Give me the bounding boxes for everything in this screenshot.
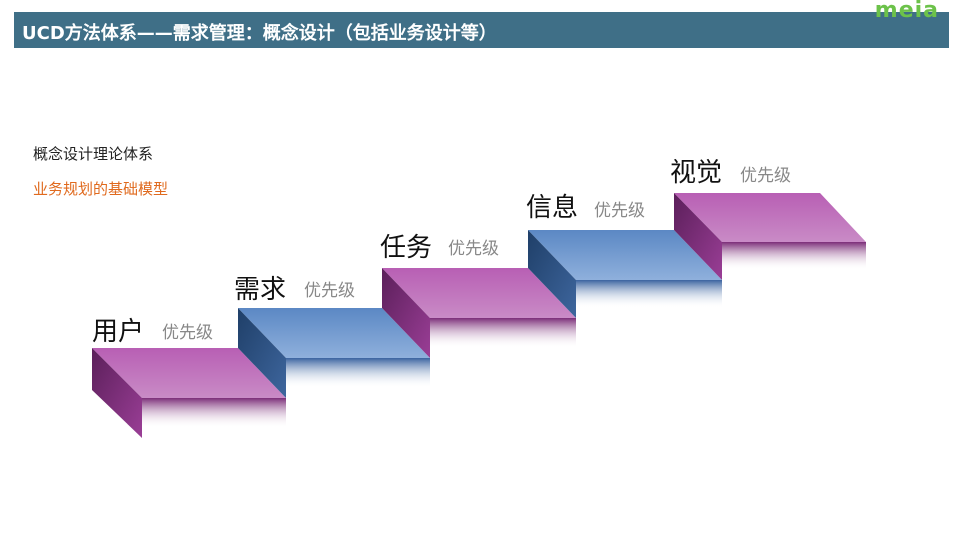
step-1-priority: 优先级 bbox=[162, 323, 213, 343]
step-2-priority: 优先级 bbox=[304, 281, 355, 301]
subtitle: 业务规划的基础模型 bbox=[33, 180, 169, 198]
step-1: 用户 优先级 bbox=[92, 317, 286, 438]
step-3: 任务 优先级 bbox=[380, 233, 576, 358]
step-5-priority: 优先级 bbox=[740, 166, 791, 186]
page-title: UCD方法体系——需求管理：概念设计（包括业务设计等） bbox=[22, 23, 497, 44]
step-2-name: 需求 bbox=[234, 275, 286, 305]
step-3-priority: 优先级 bbox=[448, 239, 499, 259]
step-5: 视觉 优先级 bbox=[670, 158, 866, 280]
brand-logo: meia bbox=[874, 0, 939, 23]
step-3-name: 任务 bbox=[380, 233, 432, 263]
step-1-name: 用户 bbox=[92, 317, 144, 347]
step-5-name: 视觉 bbox=[670, 158, 722, 188]
step-4-priority: 优先级 bbox=[594, 201, 645, 221]
title-bar: UCD方法体系——需求管理：概念设计（包括业务设计等） bbox=[14, 12, 949, 48]
step-4-name: 信息 bbox=[526, 193, 578, 223]
concept-label: 概念设计理论体系 bbox=[33, 145, 154, 163]
step-4: 信息 优先级 bbox=[526, 193, 722, 318]
step-2: 需求 优先级 bbox=[234, 275, 430, 398]
